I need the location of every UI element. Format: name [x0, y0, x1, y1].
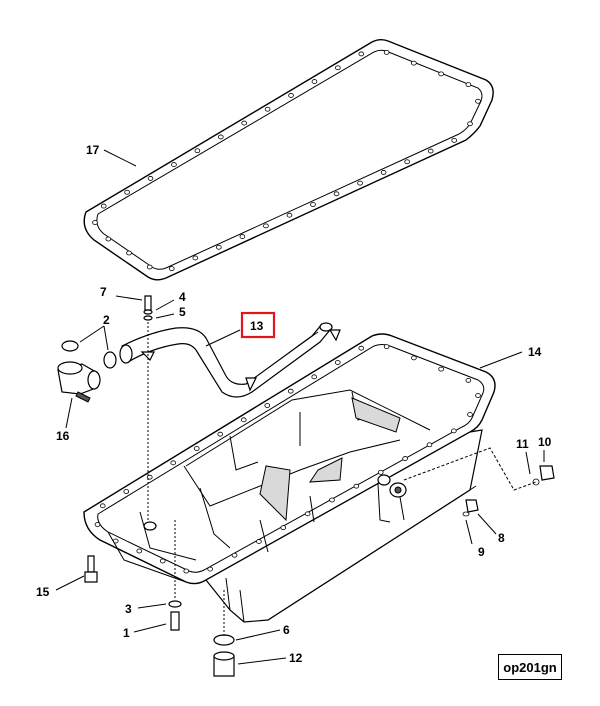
- callout-12: 12: [289, 651, 303, 665]
- callout-15: 15: [36, 585, 50, 599]
- bolt-hole: [358, 345, 365, 351]
- bolt-hole: [264, 106, 271, 112]
- bolt-hole: [310, 202, 316, 207]
- oil-pickup-tube: [119, 322, 341, 398]
- callout-7: 7: [100, 285, 107, 299]
- bolt-hole: [404, 159, 410, 165]
- bolt-hole: [170, 460, 177, 466]
- bolt-hole: [383, 344, 390, 350]
- bolt-hole: [335, 65, 341, 71]
- hardware: [84, 295, 555, 677]
- leader-lines: [55, 149, 545, 665]
- bolt-hole: [333, 191, 340, 197]
- bolt-hole: [475, 393, 481, 398]
- bolt-hole: [240, 417, 247, 423]
- bolt-hole: [217, 431, 224, 437]
- bolt-hole: [438, 366, 444, 372]
- callout-17: 17: [86, 143, 100, 157]
- bolt-hole: [207, 566, 213, 572]
- bolt-hole: [411, 60, 417, 66]
- callout-13: 13: [250, 319, 264, 333]
- figure-code: op201gn: [498, 654, 562, 680]
- bolt-hole: [427, 148, 434, 154]
- bolt-hole: [217, 134, 224, 140]
- bolt-hole: [286, 212, 293, 218]
- bolt-hole: [329, 497, 335, 503]
- callout-11: 11: [516, 437, 529, 451]
- bolt-hole: [146, 264, 153, 270]
- bolt-hole: [123, 489, 130, 494]
- callout-3: 3: [125, 602, 132, 616]
- callout-5: 5: [179, 305, 186, 319]
- bolt-hole: [304, 511, 311, 517]
- pickup-elbow: [57, 340, 117, 403]
- bolt-hole: [383, 49, 390, 55]
- bolt-hole: [334, 360, 341, 365]
- bolt-hole: [311, 374, 318, 380]
- callout-2: 2: [103, 313, 110, 327]
- bolt-hole: [280, 525, 287, 531]
- callout-9: 9: [478, 545, 485, 559]
- bolt-hole: [377, 469, 384, 475]
- bolt-hole: [426, 442, 433, 448]
- bolt-hole: [467, 412, 473, 417]
- bolt-hole: [126, 250, 132, 256]
- callout-14: 14: [528, 345, 542, 359]
- bolt-hole: [239, 234, 246, 239]
- bolt-hole: [194, 148, 201, 154]
- bolt-hole: [287, 388, 294, 394]
- bolt-hole: [411, 355, 417, 361]
- bolt-hole: [357, 180, 363, 186]
- bolt-hole: [171, 162, 177, 167]
- bolt-hole: [192, 255, 199, 261]
- bolt-hole: [136, 548, 143, 554]
- bolt-hole: [241, 120, 248, 126]
- bolt-hole: [147, 176, 154, 181]
- bolt-hole: [159, 558, 166, 564]
- bolt-hole: [475, 98, 481, 104]
- bolt-hole: [467, 121, 473, 127]
- bolt-hole: [146, 474, 153, 480]
- bolt-hole: [193, 446, 200, 451]
- bolt-hole: [380, 170, 387, 175]
- bolt-hole: [264, 403, 271, 408]
- callout-4: 4: [179, 290, 186, 304]
- bolt-hole: [438, 71, 444, 77]
- bolt-hole: [124, 189, 130, 195]
- bolt-hole: [263, 223, 269, 229]
- bolt-hole: [402, 456, 408, 461]
- callout-8: 8: [498, 531, 505, 545]
- bolt-hole: [99, 503, 106, 509]
- callout-6: 6: [283, 623, 290, 637]
- callout-13-highlight: [240, 311, 276, 339]
- bolt-hole: [451, 137, 458, 143]
- oil-pan-gasket: [83, 39, 494, 281]
- bolt-hole: [465, 377, 472, 383]
- oil-pan: [83, 333, 496, 623]
- bolt-hole: [183, 568, 190, 574]
- callout-1: 1: [123, 626, 130, 640]
- callout-labels: 17 7 4 5 2 13 14 16 11 10 8 9 15 3 1 6 1…: [36, 143, 552, 665]
- bolt-hole: [92, 220, 98, 225]
- callout-16: 16: [56, 429, 70, 443]
- bolt-hole: [288, 93, 294, 98]
- bolt-hole: [216, 244, 222, 250]
- bolt-hole: [465, 82, 472, 88]
- bolt-hole: [311, 79, 318, 84]
- bolt-hole: [231, 552, 238, 558]
- bolt-hole: [105, 236, 112, 242]
- bolt-hole: [168, 266, 175, 272]
- bolt-hole: [256, 539, 262, 544]
- bolt-hole: [358, 51, 365, 57]
- callout-10: 10: [538, 435, 552, 449]
- bolt-hole: [451, 428, 457, 434]
- bolt-hole: [353, 483, 360, 489]
- bolt-hole: [100, 203, 107, 209]
- bolt-hole: [94, 522, 101, 527]
